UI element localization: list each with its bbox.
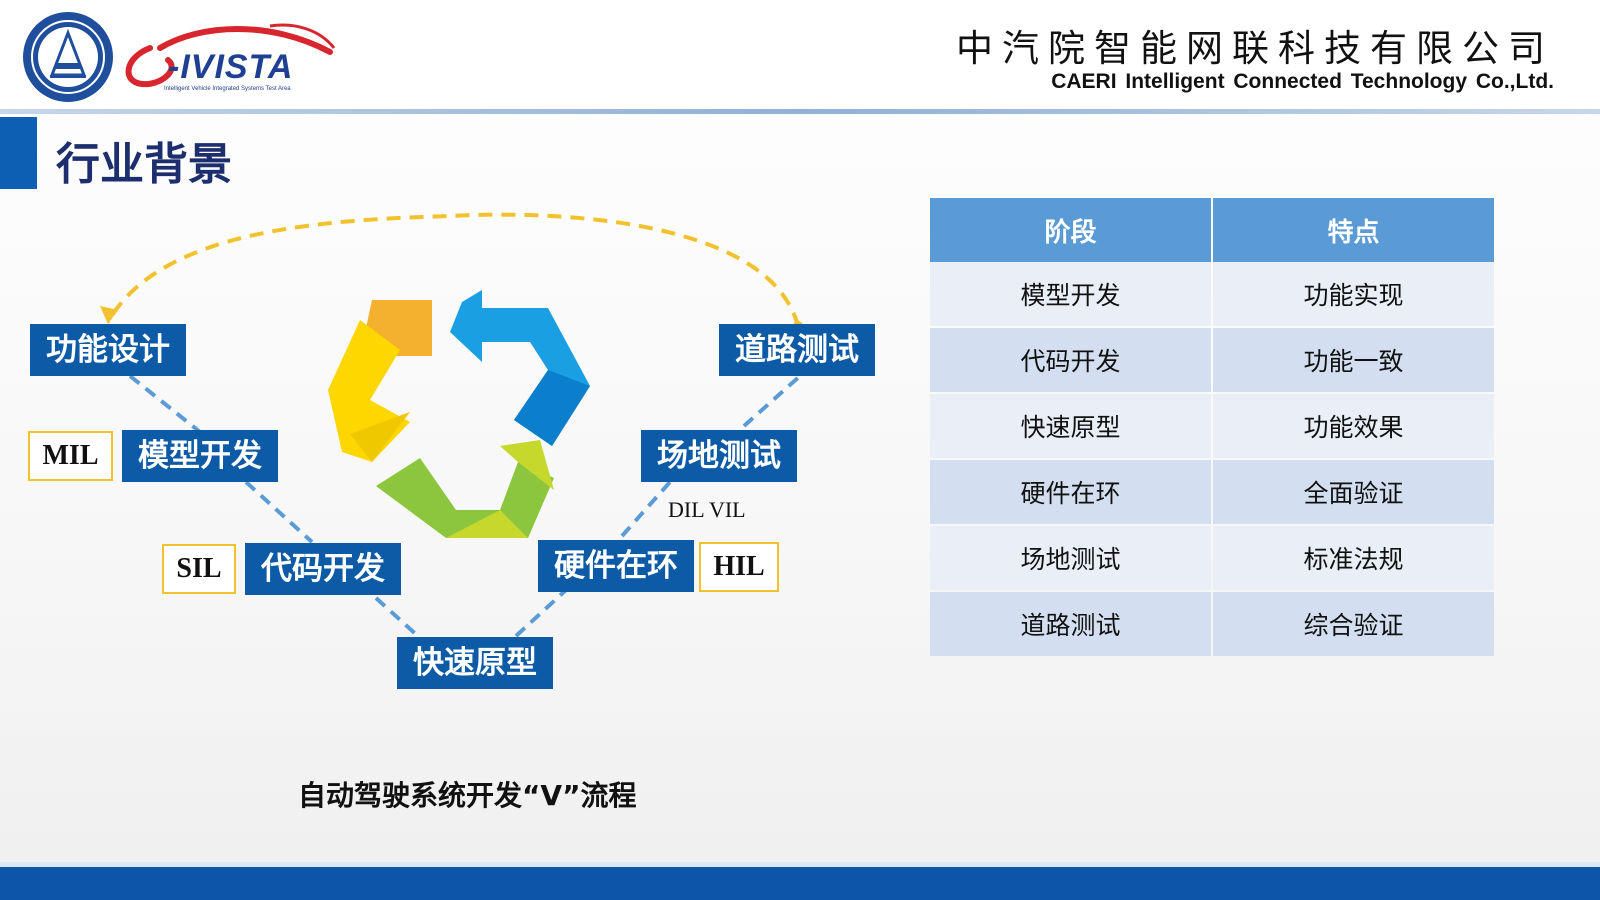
table-cell-stage: 道路测试 <box>930 592 1211 656</box>
table-cell-feature: 标准法规 <box>1213 526 1494 590</box>
table-row: 道路测试 综合验证 <box>930 592 1494 656</box>
table-cell-stage: 硬件在环 <box>930 460 1211 524</box>
table-row: 快速原型 功能效果 <box>930 394 1494 458</box>
v-dashed-lines <box>128 374 802 640</box>
caeri-seal-icon <box>23 12 113 102</box>
header: -IVISTA Intelligent Vehicle Integrated S… <box>0 0 1600 112</box>
level-sil: SIL <box>162 544 236 594</box>
level-mil: MIL <box>28 431 113 481</box>
header-divider <box>0 109 1600 114</box>
v-process-diagram: 功能设计 模型开发 代码开发 快速原型 硬件在环 场地测试 道路测试 MIL S… <box>0 190 900 710</box>
table-cell-feature: 功能实现 <box>1213 262 1494 326</box>
logo-tagline: Intelligent Vehicle Integrated Systems T… <box>164 86 291 92</box>
level-hil: HIL <box>699 542 779 592</box>
table-cell-feature: 综合验证 <box>1213 592 1494 656</box>
table-row: 模型开发 功能实现 <box>930 262 1494 326</box>
page-title: 行业背景 <box>56 139 232 190</box>
table-cell-feature: 功能一致 <box>1213 328 1494 392</box>
footer-divider <box>0 862 1600 867</box>
return-arrow-icon <box>100 306 118 324</box>
stage-road-test: 道路测试 <box>719 324 875 376</box>
table-body: 模型开发 功能实现 代码开发 功能一致 快速原型 功能效果 硬件在环 全面验证 … <box>930 262 1494 656</box>
stage-rapid-proto: 快速原型 <box>397 637 553 689</box>
company-name-en: CAERI Intelligent Connected Technology C… <box>1051 70 1554 93</box>
logo-wordmark: -IVISTA <box>168 48 294 86</box>
stage-model-dev: 模型开发 <box>122 430 278 482</box>
cycle-arrows-icon <box>328 290 590 538</box>
table-row: 代码开发 功能一致 <box>930 328 1494 392</box>
stage-function-design: 功能设计 <box>30 324 186 376</box>
table-row: 场地测试 标准法规 <box>930 526 1494 590</box>
stage-field-test: 场地测试 <box>641 430 797 482</box>
table-header-feature: 特点 <box>1213 198 1494 262</box>
table-header-row: 阶段 特点 <box>930 198 1494 262</box>
table-row: 硬件在环 全面验证 <box>930 460 1494 524</box>
stage-code-dev: 代码开发 <box>245 543 401 595</box>
company-name-cn: 中汽院智能网联科技有限公司 <box>956 27 1554 70</box>
table-cell-feature: 全面验证 <box>1213 460 1494 524</box>
stage-feature-table: 阶段 特点 模型开发 功能实现 代码开发 功能一致 快速原型 功能效果 硬件在环… <box>930 198 1494 656</box>
title-accent-bar <box>0 117 37 189</box>
car-swoosh-icon <box>125 23 336 88</box>
footer-bar <box>0 867 1600 900</box>
diagram-caption: 自动驾驶系统开发“V”流程 <box>298 779 637 812</box>
stage-hardware-loop: 硬件在环 <box>538 540 694 592</box>
level-dil-vil: DIL VIL <box>668 497 746 522</box>
table-cell-feature: 功能效果 <box>1213 394 1494 458</box>
ivista-logo: -IVISTA Intelligent Vehicle Integrated S… <box>120 18 360 96</box>
table-cell-stage: 场地测试 <box>930 526 1211 590</box>
return-arc-line <box>106 212 800 327</box>
table-header-stage: 阶段 <box>930 198 1211 262</box>
table-cell-stage: 模型开发 <box>930 262 1211 326</box>
table-cell-stage: 快速原型 <box>930 394 1211 458</box>
table-cell-stage: 代码开发 <box>930 328 1211 392</box>
v-diagram-graphics <box>100 212 803 640</box>
